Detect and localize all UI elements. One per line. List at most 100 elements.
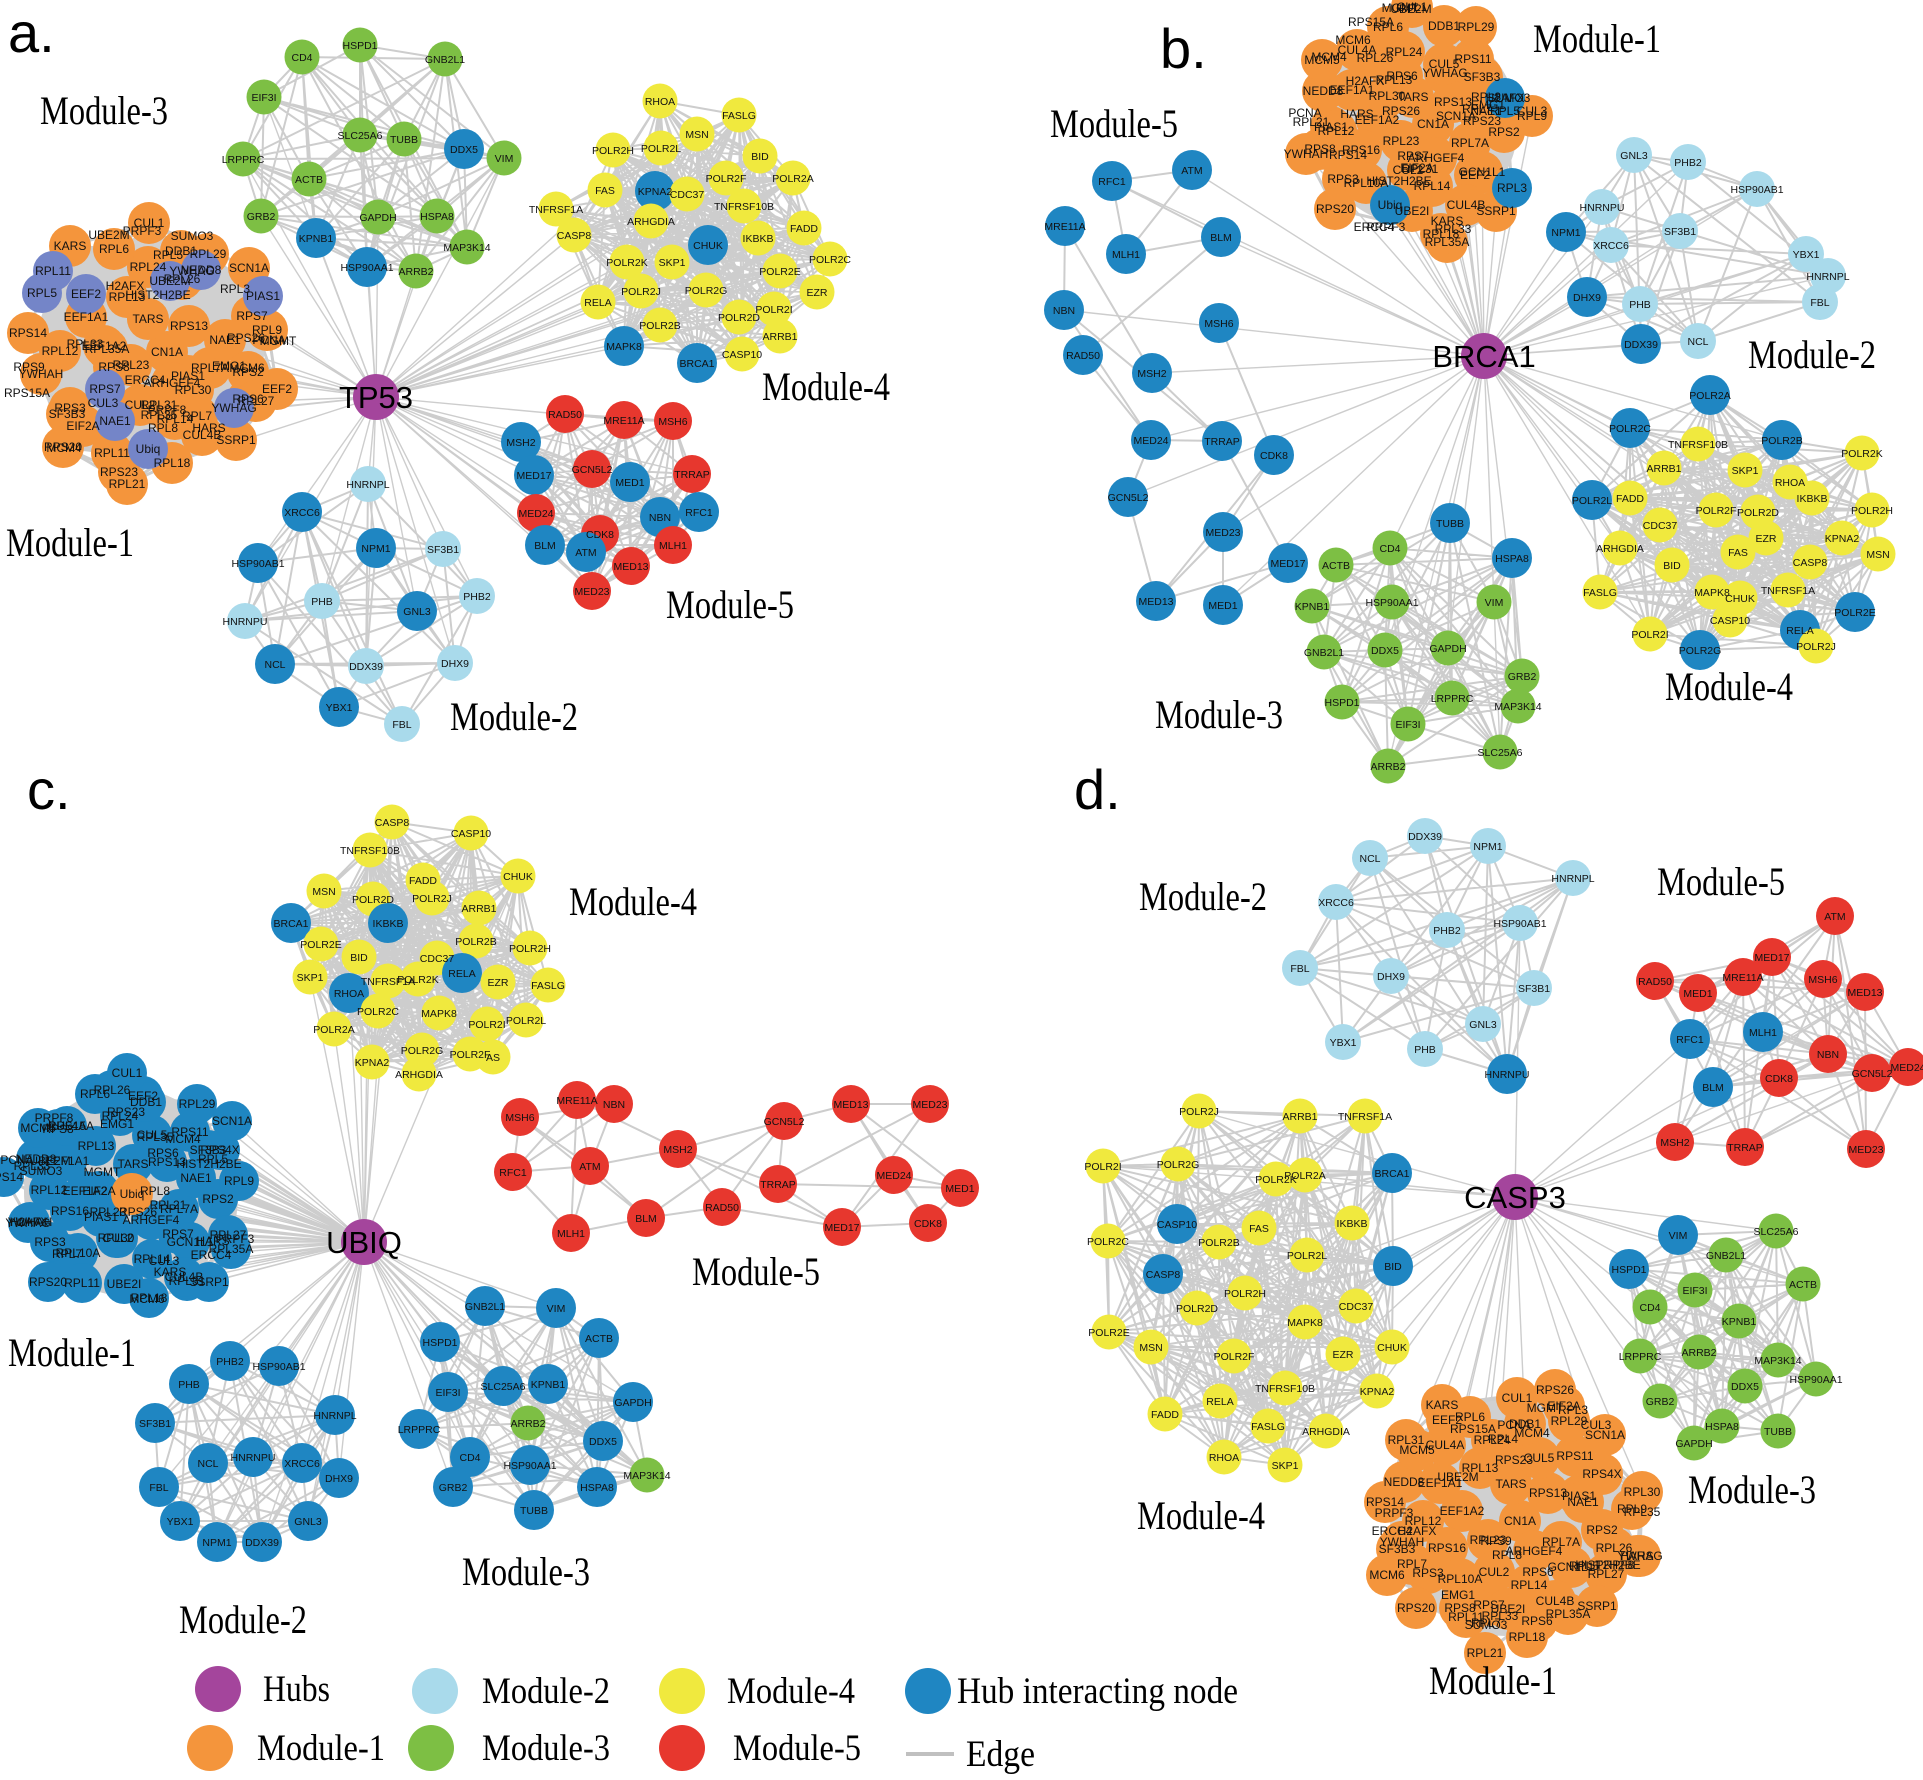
svg-text:PRPF3: PRPF3 bbox=[1367, 220, 1406, 234]
svg-text:EEF2: EEF2 bbox=[71, 287, 101, 301]
svg-text:EMG1: EMG1 bbox=[212, 359, 246, 373]
svg-text:ARRB2: ARRB2 bbox=[398, 266, 433, 278]
svg-text:NAE1: NAE1 bbox=[1567, 1495, 1599, 1509]
svg-text:BID: BID bbox=[350, 952, 368, 964]
svg-text:MRE11A: MRE11A bbox=[556, 1095, 597, 1107]
svg-text:HSPD1: HSPD1 bbox=[1611, 1264, 1646, 1276]
svg-text:Module-4: Module-4 bbox=[1665, 664, 1793, 709]
svg-text:GRB2: GRB2 bbox=[439, 1482, 468, 1494]
svg-text:VIM: VIM bbox=[547, 1303, 566, 1315]
svg-text:DDX39: DDX39 bbox=[349, 661, 383, 673]
svg-text:MSH6: MSH6 bbox=[505, 1112, 534, 1124]
svg-text:HSPD1: HSPD1 bbox=[1324, 697, 1359, 709]
svg-text:RPL29: RPL29 bbox=[179, 1097, 216, 1111]
svg-text:FASLG: FASLG bbox=[531, 980, 565, 992]
svg-text:RPL30: RPL30 bbox=[175, 383, 212, 397]
svg-text:POLR2G: POLR2G bbox=[685, 285, 728, 297]
svg-text:RPS26: RPS26 bbox=[227, 331, 265, 345]
svg-text:RPS20: RPS20 bbox=[1397, 1601, 1435, 1615]
svg-text:DHX9: DHX9 bbox=[1377, 971, 1405, 983]
svg-text:RPL23: RPL23 bbox=[1383, 134, 1420, 148]
svg-text:PHB2: PHB2 bbox=[463, 591, 491, 603]
svg-text:RPS15A: RPS15A bbox=[4, 386, 50, 400]
svg-text:PHB: PHB bbox=[311, 596, 333, 608]
svg-text:UBE2I: UBE2I bbox=[1491, 1602, 1526, 1616]
svg-text:UBE2M: UBE2M bbox=[88, 228, 129, 242]
svg-text:YWHAH: YWHAH bbox=[8, 1215, 53, 1229]
svg-text:RPL30: RPL30 bbox=[1624, 1485, 1661, 1499]
svg-text:RHOA: RHOA bbox=[1209, 1452, 1239, 1464]
svg-text:IKBKB: IKBKB bbox=[1797, 493, 1828, 505]
svg-text:POLR2D: POLR2D bbox=[1176, 1303, 1218, 1315]
svg-text:DDX39: DDX39 bbox=[1624, 339, 1658, 351]
svg-text:CASP8: CASP8 bbox=[375, 817, 410, 829]
svg-text:RFC1: RFC1 bbox=[685, 507, 713, 519]
svg-text:HSP90AA1: HSP90AA1 bbox=[1365, 597, 1418, 609]
svg-text:SSRP1: SSRP1 bbox=[1476, 204, 1516, 218]
svg-text:PIAS1: PIAS1 bbox=[246, 289, 280, 303]
svg-text:SLC25A6: SLC25A6 bbox=[1478, 747, 1523, 759]
svg-text:MSH2: MSH2 bbox=[1137, 368, 1166, 380]
svg-text:RPL14: RPL14 bbox=[134, 1252, 171, 1266]
svg-text:GAPDH: GAPDH bbox=[1429, 643, 1466, 655]
svg-text:YWHAH: YWHAH bbox=[19, 367, 64, 381]
svg-text:CHUK: CHUK bbox=[503, 871, 533, 883]
svg-text:RPS15A: RPS15A bbox=[1450, 1422, 1496, 1436]
svg-text:RPL24: RPL24 bbox=[102, 1109, 139, 1123]
svg-text:CDK8: CDK8 bbox=[914, 1218, 942, 1230]
svg-text:FAS: FAS bbox=[1728, 547, 1748, 559]
svg-text:PRPF3: PRPF3 bbox=[123, 224, 162, 238]
svg-text:Module-5: Module-5 bbox=[692, 1249, 820, 1294]
svg-text:TARS: TARS bbox=[132, 312, 163, 326]
svg-text:RPL12: RPL12 bbox=[1405, 1514, 1442, 1528]
svg-text:PHB2: PHB2 bbox=[216, 1356, 244, 1368]
svg-text:UBE2M: UBE2M bbox=[149, 274, 190, 288]
svg-text:SCN1A: SCN1A bbox=[1436, 109, 1476, 123]
svg-text:EZR: EZR bbox=[807, 287, 828, 299]
svg-text:RPL23: RPL23 bbox=[1470, 1533, 1507, 1547]
svg-text:Module-2: Module-2 bbox=[1748, 332, 1876, 377]
svg-text:CDK8: CDK8 bbox=[1765, 1073, 1793, 1085]
svg-text:ACTB: ACTB bbox=[1789, 1279, 1817, 1291]
svg-text:HIST2H2BE: HIST2H2BE bbox=[176, 1157, 241, 1171]
svg-text:UBIQ: UBIQ bbox=[326, 1225, 402, 1260]
svg-text:RPL30: RPL30 bbox=[1369, 89, 1406, 103]
svg-text:GCN5L2: GCN5L2 bbox=[1852, 1068, 1893, 1080]
svg-text:DDB1: DDB1 bbox=[130, 1095, 162, 1109]
svg-text:RELA: RELA bbox=[1786, 625, 1813, 637]
svg-text:LRPPRC: LRPPRC bbox=[1431, 693, 1474, 705]
svg-text:SUMO3: SUMO3 bbox=[20, 1164, 63, 1178]
svg-text:POLR2D: POLR2D bbox=[718, 312, 760, 324]
svg-text:CUL4B: CUL4B bbox=[1447, 198, 1486, 212]
svg-text:POLR2H: POLR2H bbox=[592, 145, 634, 157]
svg-text:CASP8: CASP8 bbox=[1793, 557, 1828, 569]
svg-text:POLR2L: POLR2L bbox=[1572, 495, 1612, 507]
svg-text:HSPD1: HSPD1 bbox=[422, 1337, 457, 1349]
svg-text:EIF3I: EIF3I bbox=[435, 1387, 460, 1399]
svg-text:RPS20: RPS20 bbox=[1316, 202, 1354, 216]
svg-text:SUMO3: SUMO3 bbox=[171, 229, 214, 243]
svg-text:CUL3: CUL3 bbox=[149, 1254, 180, 1268]
svg-text:RPL11: RPL11 bbox=[94, 446, 130, 460]
svg-text:ARHGDIA: ARHGDIA bbox=[395, 1069, 443, 1081]
svg-text:RPS9: RPS9 bbox=[1480, 1534, 1512, 1548]
svg-text:NPM1: NPM1 bbox=[361, 543, 390, 555]
svg-text:FADD: FADD bbox=[1151, 1409, 1179, 1421]
svg-text:POLR2F: POLR2F bbox=[706, 173, 747, 185]
svg-text:TARS: TARS bbox=[1495, 1477, 1526, 1491]
svg-text:RPL31: RPL31 bbox=[141, 398, 178, 412]
svg-text:SKP1: SKP1 bbox=[659, 257, 686, 269]
svg-text:BID: BID bbox=[751, 151, 769, 163]
svg-text:MSH2: MSH2 bbox=[1660, 1137, 1689, 1149]
svg-text:MCM4: MCM4 bbox=[1514, 1426, 1550, 1440]
svg-text:POLR2C: POLR2C bbox=[809, 254, 851, 266]
svg-text:HSP90AA1: HSP90AA1 bbox=[1789, 1374, 1842, 1386]
svg-text:GNL3: GNL3 bbox=[1620, 150, 1648, 162]
svg-text:RPL5: RPL5 bbox=[198, 1152, 228, 1166]
svg-text:RPL7A: RPL7A bbox=[191, 361, 229, 375]
svg-text:RPL27: RPL27 bbox=[210, 1228, 247, 1242]
svg-text:ARHGEF4: ARHGEF4 bbox=[144, 376, 201, 390]
svg-text:UBE2M: UBE2M bbox=[29, 1154, 70, 1168]
svg-text:POLR2F: POLR2F bbox=[450, 1049, 491, 1061]
svg-text:PRPF8: PRPF8 bbox=[35, 1111, 74, 1125]
